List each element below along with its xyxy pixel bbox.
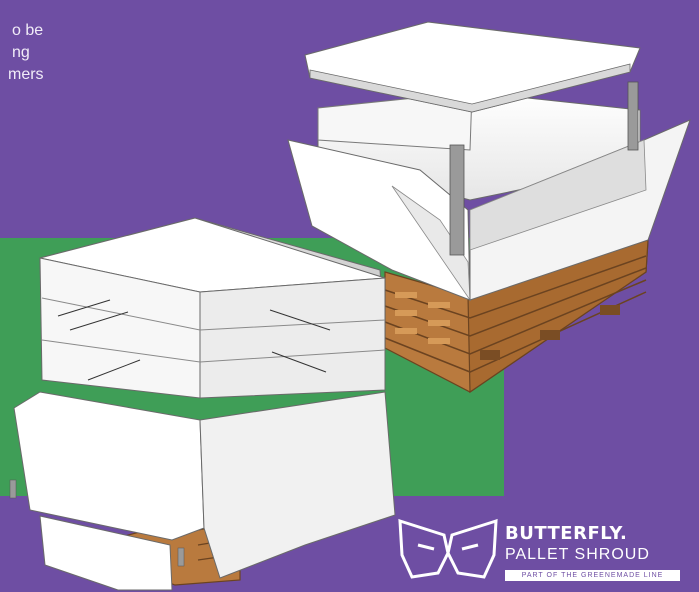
logo-brand: BUTTERFLY. [505, 523, 627, 544]
butterfly-logo: BUTTERFLY. PALLET SHROUD PART OF THE GRE… [398, 515, 683, 585]
logo-subtitle: PALLET SHROUD [505, 546, 650, 564]
butterfly-icon [398, 515, 498, 583]
logo-tagline: PART OF THE GREENEMADE LINE [505, 570, 680, 581]
